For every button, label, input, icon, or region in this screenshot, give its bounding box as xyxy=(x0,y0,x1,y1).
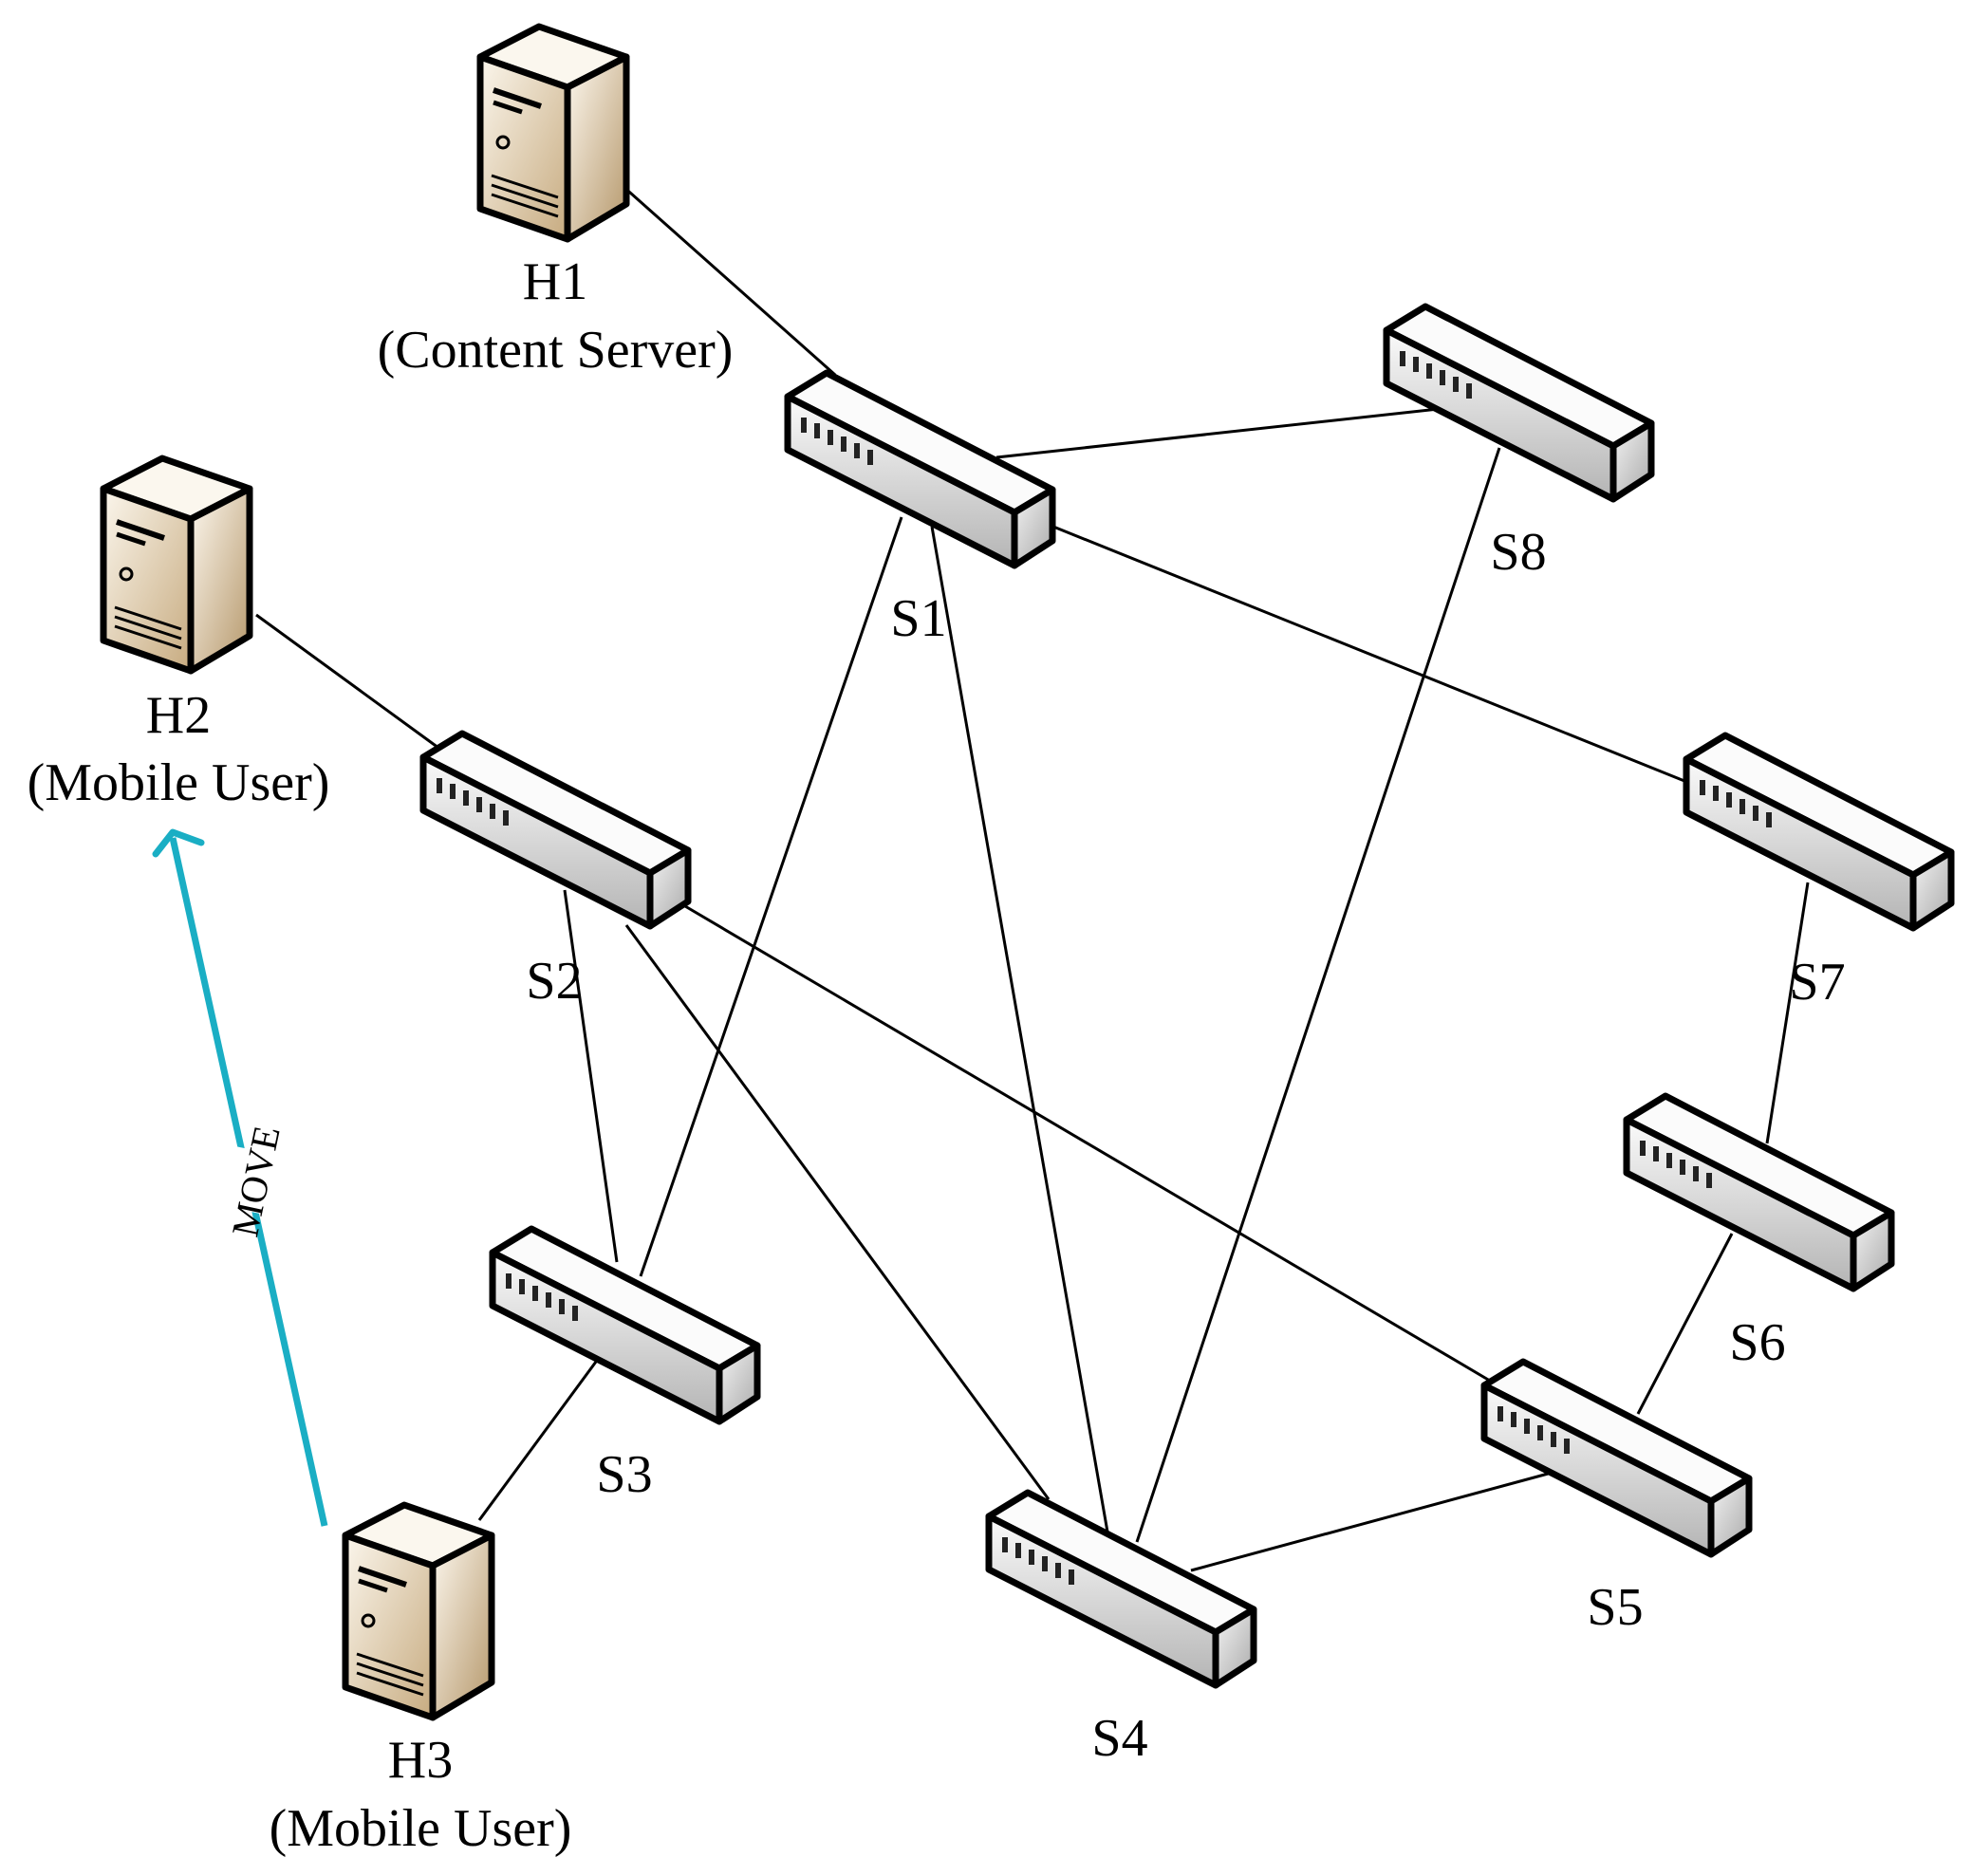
switch-s4[interactable]: S4 xyxy=(989,1493,1254,1768)
host-h1[interactable]: H1 (Content Server) xyxy=(378,27,734,380)
switch-s6[interactable]: S6 xyxy=(1627,1096,1891,1372)
switch-label: S5 xyxy=(1587,1578,1643,1637)
switch-icon xyxy=(1686,735,1951,928)
link-s2-s3 xyxy=(563,889,619,1263)
switch-label: S1 xyxy=(890,589,946,648)
link-s2-s4 xyxy=(624,924,1051,1500)
link-s1-s7 xyxy=(1052,525,1685,783)
link-s6-s7 xyxy=(1765,882,1810,1144)
switch-label: S8 xyxy=(1490,523,1546,582)
switch-label: S7 xyxy=(1789,953,1845,1012)
link-s2-s5 xyxy=(684,904,1496,1385)
host-role: (Mobile User) xyxy=(270,1799,572,1858)
switch-icon xyxy=(423,734,688,926)
link-s5-s6 xyxy=(1636,1233,1734,1415)
host-role: (Content Server) xyxy=(378,321,734,380)
server-icon xyxy=(480,27,626,239)
switch-icon xyxy=(788,373,1052,566)
link-s1-s8 xyxy=(995,406,1448,459)
link-s4-s5 xyxy=(1190,1471,1553,1572)
switch-s3[interactable]: S3 xyxy=(493,1229,757,1504)
link-h3-s3 xyxy=(477,1361,598,1521)
link-s8-s4 xyxy=(1135,447,1501,1543)
host-label: H2 xyxy=(146,686,211,745)
switch-s5[interactable]: S5 xyxy=(1484,1362,1749,1637)
switch-label: S4 xyxy=(1091,1709,1147,1768)
host-label: H1 xyxy=(523,252,587,311)
links-layer xyxy=(255,183,1810,1572)
host-h2[interactable]: H2 (Mobile User) xyxy=(28,458,330,812)
host-label: H3 xyxy=(388,1731,453,1790)
switch-icon xyxy=(989,1493,1254,1685)
server-icon xyxy=(345,1505,492,1718)
switch-label: S6 xyxy=(1729,1313,1785,1372)
link-s1-s3 xyxy=(639,516,903,1277)
switch-label: S2 xyxy=(526,952,582,1011)
move-arrow-head xyxy=(152,828,205,858)
switch-icon xyxy=(1627,1096,1891,1289)
link-s1-s4 xyxy=(930,526,1110,1538)
switch-label: S3 xyxy=(596,1445,652,1504)
host-role: (Mobile User) xyxy=(28,753,330,812)
switch-s8[interactable]: S8 xyxy=(1386,306,1651,582)
switch-s7[interactable]: S7 xyxy=(1686,735,1951,1012)
move-arrow: MOVE xyxy=(152,828,331,1527)
switch-icon xyxy=(1386,306,1651,499)
link-h1-s1 xyxy=(621,183,836,377)
host-h3[interactable]: H3 (Mobile User) xyxy=(270,1505,572,1858)
switch-s1[interactable]: S1 xyxy=(788,373,1052,648)
switch-icon xyxy=(1484,1362,1749,1554)
switch-s2[interactable]: S2 xyxy=(423,734,688,1011)
server-icon xyxy=(103,458,250,671)
switch-icon xyxy=(493,1229,757,1421)
link-h2-s2 xyxy=(255,613,439,750)
